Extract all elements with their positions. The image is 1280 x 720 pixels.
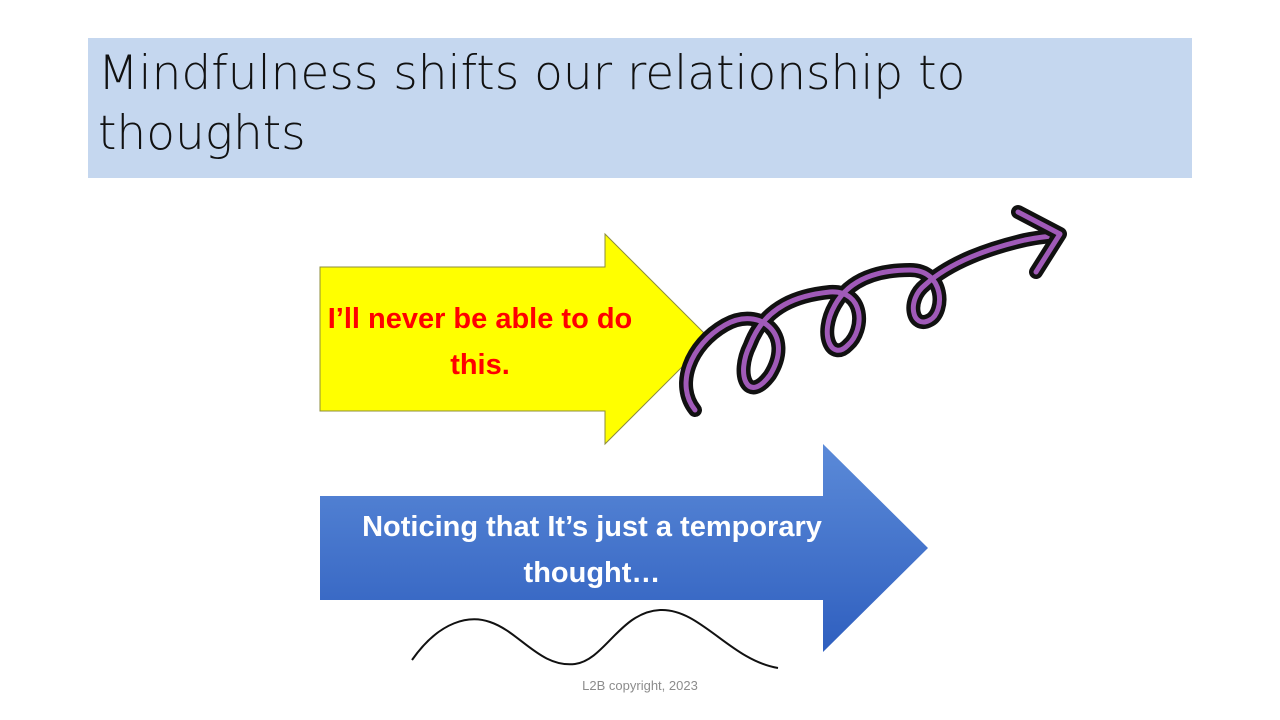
blue-arrow bbox=[320, 444, 928, 652]
title-banner: Mindfulness shifts our relationship to t… bbox=[88, 38, 1192, 178]
yellow-arrow-text: I’ll never be able to do this. bbox=[327, 303, 633, 381]
yellow-arrow bbox=[319, 232, 711, 446]
blue-arrow-text: Noticing that It’s just a temporary thou… bbox=[362, 511, 822, 589]
page-title: Mindfulness shifts our relationship to t… bbox=[98, 46, 966, 161]
wave-line-icon bbox=[411, 608, 779, 669]
spiral-arrow-icon bbox=[679, 205, 1067, 417]
copyright-footer: L2B copyright, 2023 bbox=[582, 678, 698, 693]
